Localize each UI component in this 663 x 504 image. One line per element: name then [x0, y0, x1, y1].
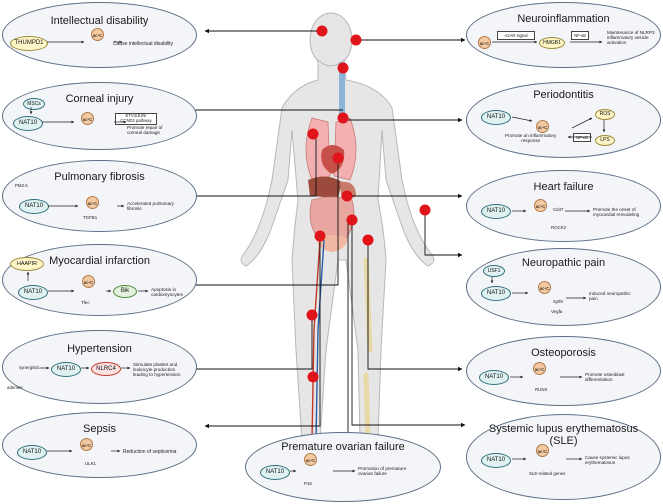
panel-osteoporosis: Osteoporosis NAT10 RUNX Promote osteobla…	[466, 336, 661, 406]
stem-cells-msc: MSCs	[23, 98, 45, 110]
panel-title: Osteoporosis	[531, 347, 596, 359]
target-ulk1: ULK1	[85, 461, 96, 466]
panel-title: Neuropathic pain	[521, 257, 606, 269]
panel-pulmonary-fibrosis: Pulmonary fibrosis PM2.5 NAT10 TGFB1 Acc…	[2, 160, 197, 232]
effect-text: Accelerated pulmonary fibrosis	[127, 201, 174, 212]
ac4c-badge: ac⁴C	[82, 275, 95, 288]
panel-title: Heart failure	[533, 181, 594, 193]
gene-nat10: NAT10	[479, 370, 509, 385]
upstream-usf1: USF1	[483, 265, 505, 277]
target-p16: P16	[304, 481, 312, 486]
panel-sle: Systemic lupus erythematosus (SLE) NAT10…	[466, 414, 661, 500]
panel-premature-ovarian-failure: Premature ovarian failure NAT10 P16 Prom…	[245, 432, 441, 502]
gene-nat10: NAT10	[481, 204, 511, 219]
effect-text: Cause intellectual disability	[113, 41, 174, 47]
target-cd47: Cd47	[553, 207, 564, 212]
panel-hypertension: Hypertension synergistic adenine NAT10 N…	[2, 330, 197, 404]
ros-node: ROS	[595, 109, 615, 120]
panel-title: Intellectual disability	[50, 15, 149, 27]
gene-nat10: NAT10	[18, 285, 48, 300]
ac4c-badge: ac⁴C	[81, 112, 94, 125]
panel-title: Myocardial infarction	[49, 255, 150, 267]
panel-sepsis: Sepsis NAT10 ULK1 Reduction of septicemi…	[2, 412, 197, 478]
panel-title: Neuroinflammation	[517, 13, 610, 25]
drug-adenine: adenine	[7, 385, 23, 390]
panel-title: Premature ovarian failure	[281, 441, 405, 453]
location-dots	[306, 25, 431, 383]
partner-nlrc4: NLRC4	[91, 362, 121, 376]
nfkb-box: NF-κB	[571, 31, 589, 40]
effect-text: Cause systemic lupus erythematosus	[585, 455, 630, 466]
gene-nat10: NAT10	[481, 286, 511, 301]
panel-periodontitis: Periodontitis NAT10 NOX2 ROS NF-κB LPS P…	[466, 82, 661, 158]
panel-title: Hypertension	[67, 343, 132, 355]
target-sle-genes: SLE-related genes	[529, 471, 566, 476]
nfkb-box: NF-κB	[573, 133, 591, 142]
effect-text: Promote an inflammatory response	[505, 133, 557, 144]
a2ar-signal-box: A2AR signal	[497, 31, 535, 40]
ac4c-badge: ac⁴C	[478, 36, 491, 49]
effect-text: Promote repair of corneal damage	[127, 125, 163, 136]
effect-text: Stimulate platelet and leukocyte product…	[133, 362, 181, 378]
synergy-label: synergistic	[19, 365, 40, 370]
stimulus-pm25: PM2.5	[15, 183, 28, 188]
ac4c-badge: ac⁴C	[86, 196, 99, 209]
gene-nat10: NAT10	[19, 199, 49, 214]
panel-neuropathic-pain: Neuropathic pain USF1 NAT10 Sytl9 Vegfa …	[466, 248, 661, 326]
ac4c-badge: ac⁴C	[533, 362, 546, 375]
gene-nat10: NAT10	[481, 110, 511, 125]
effect-text: Reduction of septicemia	[123, 449, 177, 455]
effect-text: Promotion of premature ovarian failure	[358, 466, 407, 477]
target-tgfb1: TGFB1	[83, 215, 98, 220]
gene-nat10: NAT10	[13, 116, 43, 131]
upstream-haapir: HAAPIR	[10, 257, 44, 271]
ac4c-badge: ac⁴C	[538, 281, 551, 294]
effect-text: Induced neuropathic pain	[589, 291, 631, 302]
ac4c-badge: ac⁴C	[536, 444, 549, 457]
panel-myocardial-infarction: Myocardial infarction HAAPIR NAT10 Tfec …	[2, 244, 197, 316]
ac4c-badge: ac⁴C	[534, 199, 547, 212]
partner-hmgb1: HMGB1	[539, 37, 565, 49]
panel-heart-failure: Heart failure NAT10 Cd47 ROCK2 Promote t…	[466, 170, 661, 242]
target-vegfa: Vegfa	[551, 309, 563, 314]
panel-title: Pulmonary fibrosis	[54, 171, 145, 183]
gene-nat10: NAT10	[260, 465, 290, 480]
ac4c-badge: ac⁴C	[304, 453, 317, 466]
lps-node: LPS	[595, 135, 615, 146]
effect-text: Apoptosis in cardiomyocytes	[151, 287, 183, 298]
target-runx: RUNX	[535, 387, 548, 392]
target-tfec: Tfec	[81, 300, 90, 305]
panel-neuroinflammation: Neuroinflammation A2AR signal HMGB1 NF-κ…	[466, 2, 661, 68]
panel-title: Corneal injury	[65, 93, 134, 105]
target-sytl9: Sytl9	[553, 299, 563, 304]
gene-nat10: NAT10	[481, 453, 511, 468]
panel-corneal-injury: Corneal injury MSCs NAT10 ETV4/JUN/ CCND…	[2, 82, 197, 150]
partner-bik: Bik	[113, 285, 137, 298]
panel-title: Systemic lupus erythematosus (SLE)	[488, 423, 639, 447]
effect-text: Maintenance of NLRP3 inflammatory vesicl…	[607, 30, 655, 46]
gene-nat10: NAT10	[17, 445, 47, 460]
effect-text: Promote osteoblast differentiation	[585, 372, 625, 383]
ac4c-badge: ac⁴C	[536, 120, 549, 133]
ac4c-badge: ac⁴C	[91, 28, 104, 41]
gene-thumpd1: THUMPD1	[10, 36, 48, 51]
panel-title: Periodontitis	[533, 89, 594, 101]
target-rock2: ROCK2	[551, 225, 567, 230]
ac4c-badge: ac⁴C	[80, 438, 93, 451]
effect-text: Promote the onset of myocardial remodeli…	[593, 207, 640, 218]
panel-title: Sepsis	[82, 423, 117, 435]
gene-nat10: NAT10	[51, 362, 81, 377]
